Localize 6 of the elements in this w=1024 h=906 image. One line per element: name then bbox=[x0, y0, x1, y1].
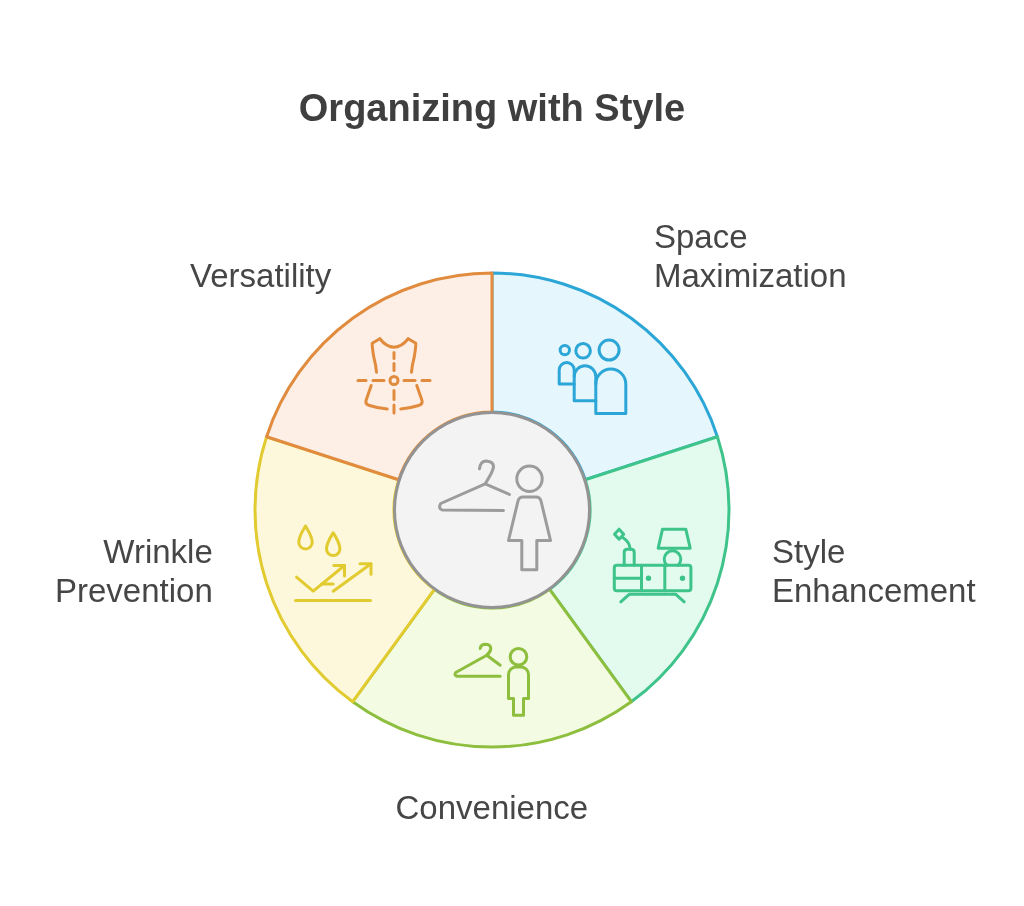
segment-label: Versatility bbox=[190, 256, 332, 295]
segment-label: Convenience bbox=[395, 788, 589, 827]
segment-label: Space Maximization bbox=[654, 217, 847, 295]
segment-label: Style Enhancement bbox=[772, 532, 976, 610]
segment-label: Wrinkle Prevention bbox=[55, 532, 213, 610]
title: Organizing with Style bbox=[298, 86, 686, 131]
